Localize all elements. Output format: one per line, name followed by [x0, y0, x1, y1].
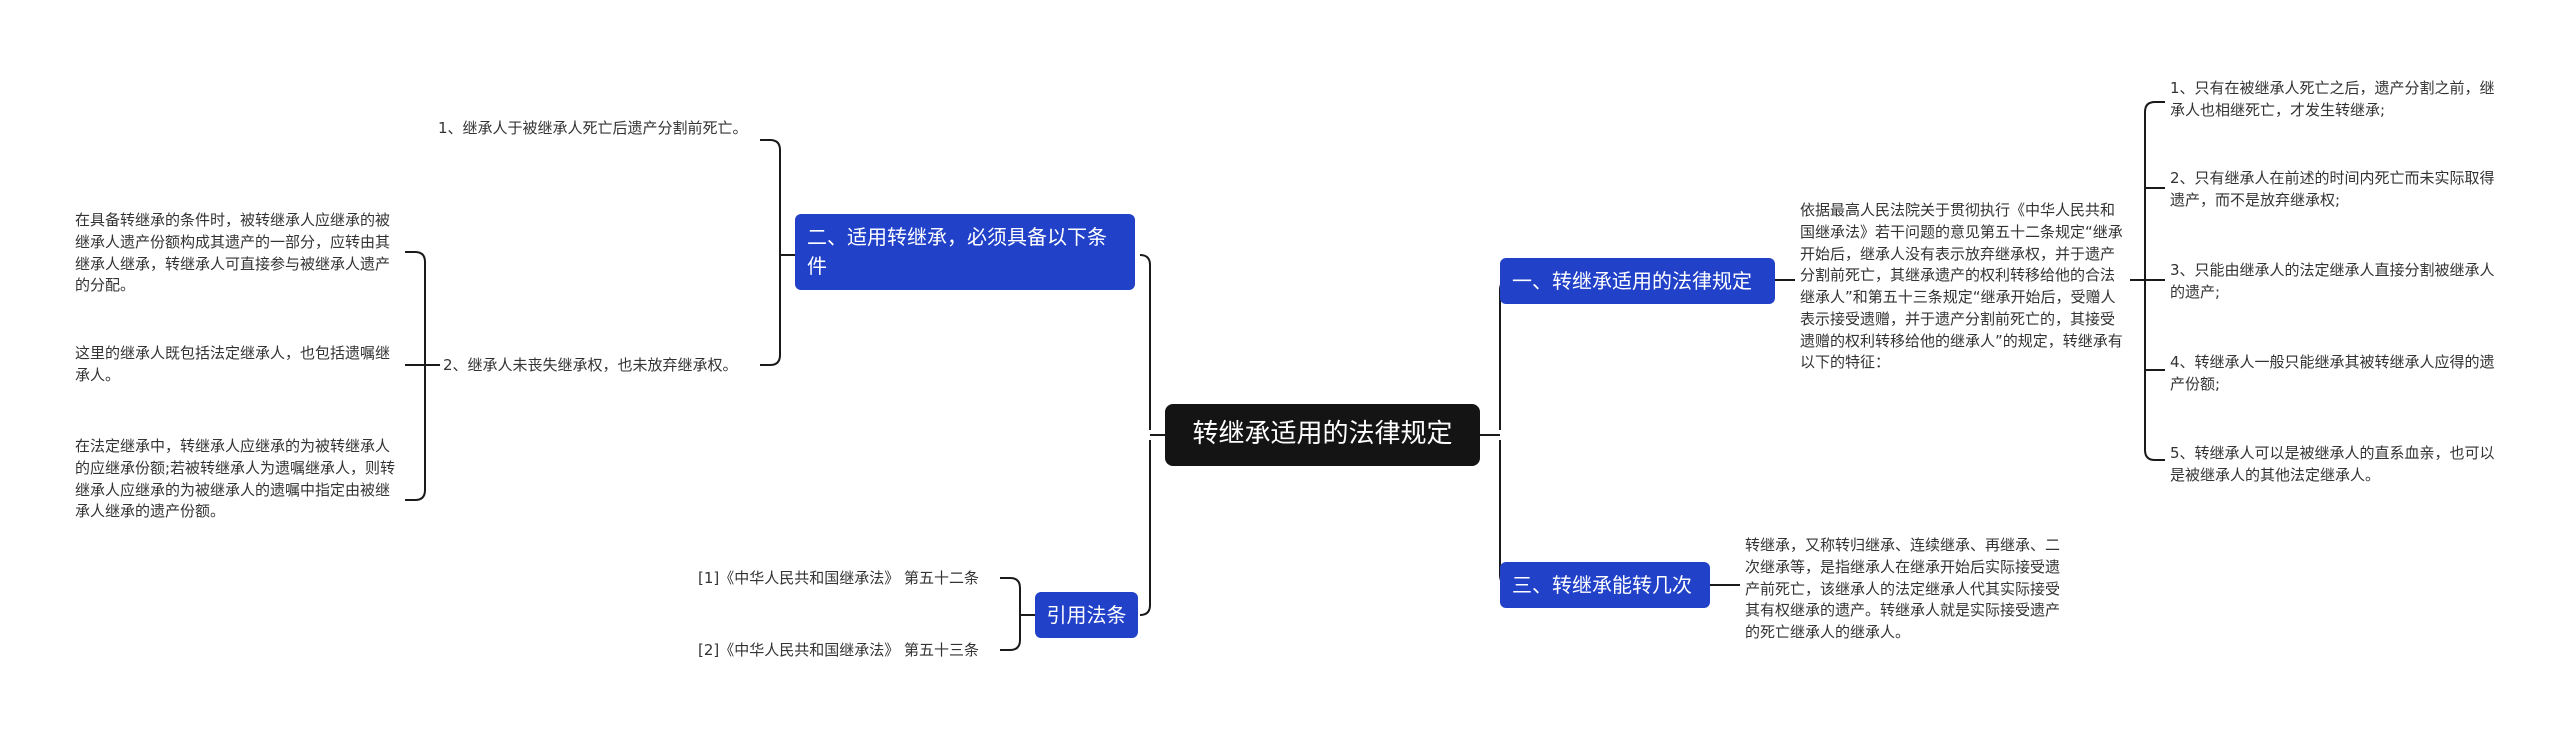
branch-node-transfer-rules[interactable]: 一、转继承适用的法律规定 — [1500, 258, 1775, 304]
feature-item-2: 2、只有继承人在前述的时间内死亡而未实际取得遗产，而不是放弃继承权; — [2170, 169, 2495, 209]
root-label: 转继承适用的法律规定 — [1192, 419, 1453, 450]
condition-detail-2: 这里的继承人既包括法定继承人，也包括遗嘱继承人。 — [75, 344, 391, 384]
condition-detail-3: 在法定继承中，转继承人应继承的为被转继承人的应继承份额;若被转继承人为遗嘱继承人… — [75, 437, 396, 521]
feature-item-3: 3、只能由继承人的法定继承人直接分割被继承人的遗产; — [2170, 261, 2495, 301]
branch-node-transfer-times[interactable]: 三、转继承能转几次 — [1500, 562, 1710, 608]
citation-item-2: [2]《中华人民共和国继承法》 第五十三条 — [698, 641, 980, 659]
branch-label: 引用法条 — [1046, 602, 1127, 627]
citation-item-1: [1]《中华人民共和国继承法》 第五十二条 — [698, 569, 980, 587]
branch-node-citations[interactable]: 引用法条 — [1035, 592, 1138, 638]
feature-item-1: 1、只有在被继承人死亡之后，遗产分割之前，继承人也相继死亡，才发生转继承; — [2170, 79, 2495, 119]
branch-label: 一、转继承适用的法律规定 — [1512, 268, 1752, 293]
root-node[interactable]: 转继承适用的法律规定 — [1165, 404, 1480, 466]
feature-item-4: 4、转继承人一般只能继承其被转继承人应得的遗产份额; — [2170, 353, 2495, 393]
transfer-rules-intro: 依据最高人民法院关于贯彻执行《中华人民共和国继承法》若干问题的意见第五十二条规定… — [1800, 201, 2123, 372]
branch-label: 三、转继承能转几次 — [1512, 572, 1692, 597]
feature-item-5: 5、转继承人可以是被继承人的直系血亲，也可以是被继承人的其他法定继承人。 — [2170, 444, 2495, 484]
branch-node-conditions[interactable]: 二、适用转继承，必须具备以下条件 — [795, 214, 1135, 290]
condition-item-2: 2、继承人未丧失继承权，也未放弃继承权。 — [443, 356, 738, 374]
transfer-times-text: 转继承，又称转归继承、连续继承、再继承、二次继承等，是指继承人在继承开始后实际接… — [1745, 536, 2061, 641]
condition-item-1: 1、继承人于被继承人死亡后遗产分割前死亡。 — [438, 119, 748, 137]
condition-detail-1: 在具备转继承的条件时，被转继承人应继承的被继承人遗产份额构成其遗产的一部分，应转… — [75, 211, 391, 295]
branch-label: 二、适用转继承，必须具备以下条件 — [807, 225, 1107, 278]
